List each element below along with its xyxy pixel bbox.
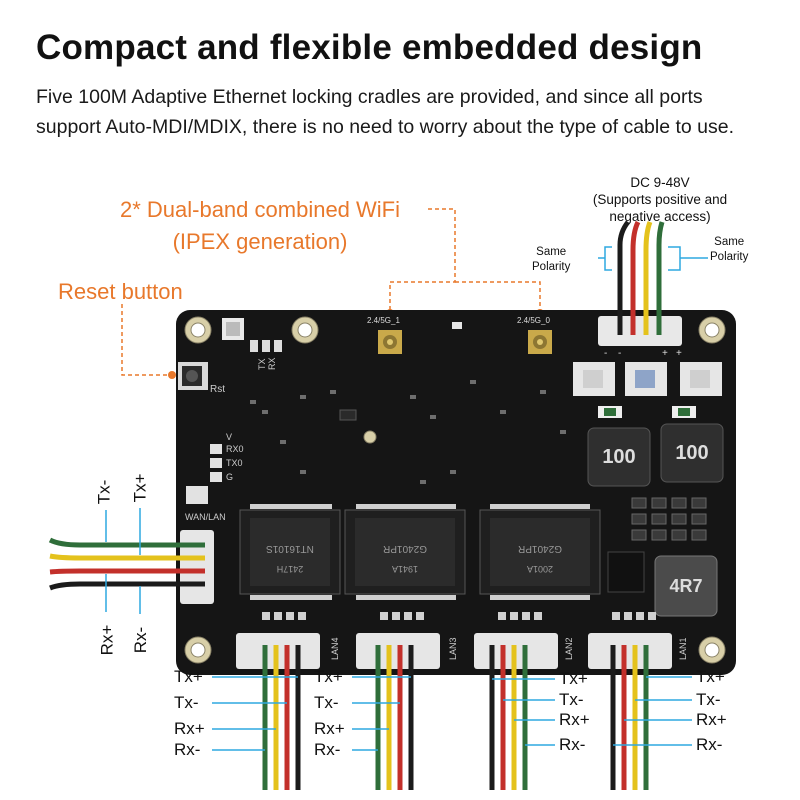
same-polarity-right-line2: Polarity — [710, 251, 749, 263]
antenna-connector-1 — [378, 330, 402, 354]
lan3-tx-plus-label: Tx+ — [314, 667, 343, 686]
top-tx-label: TX — [257, 358, 267, 370]
lan2-tx-minus-label: Tx- — [559, 690, 584, 709]
ant1-label: 2.4/5G_1 — [367, 316, 400, 325]
lan1-rx-plus-label: Rx+ — [696, 710, 727, 729]
power-plus-1: + — [662, 348, 668, 359]
v-label: V — [226, 432, 232, 442]
rx0-label: RX0 — [226, 444, 244, 454]
wifi-callout: 2* Dual-band combined WiFi (IPEX generat… — [90, 194, 430, 258]
inductor-3 — [654, 555, 718, 617]
wan-tx-plus-label: Tx+ — [130, 473, 150, 503]
ant0-label: 2.4/5G_0 — [517, 316, 550, 325]
lan3-rx-minus-label: Rx- — [314, 740, 341, 759]
wifi-callout-line2: (IPEX generation) — [172, 229, 348, 254]
power-minus-1: - — [604, 348, 607, 359]
same-polarity-right: Same Polarity — [710, 235, 748, 265]
lan3-label: LAN3 — [448, 637, 458, 660]
wan-pointers — [105, 508, 141, 614]
power-wires — [617, 220, 665, 335]
reset-pointer-dot — [168, 371, 176, 379]
transformer-chip-1 — [239, 509, 341, 595]
antenna-connector-0 — [528, 330, 552, 354]
chip1-text-b: 2417H — [277, 564, 304, 574]
chip3-text-a: G2401PR — [518, 543, 562, 554]
power-connector — [598, 316, 682, 346]
chip2-text-a: G2401PR — [383, 543, 427, 554]
inductor-3-label: 4R7 — [669, 576, 702, 596]
transformer-chip-2 — [344, 509, 466, 595]
wan-tx-minus-label: Tx- — [94, 479, 114, 505]
power-plus-2: + — [676, 348, 682, 359]
lan4-wires — [262, 645, 301, 790]
power-spec-line1: DC 9-48V — [630, 175, 690, 190]
regulator-chip — [607, 551, 645, 593]
chip-pins — [250, 504, 590, 600]
led — [452, 322, 462, 329]
same-polarity-left-line2: Polarity — [532, 261, 571, 273]
power-components — [573, 362, 722, 418]
chip1-text-a: NT16101S — [266, 543, 314, 554]
lan4-rx-plus-label: Rx+ — [174, 719, 205, 738]
inductor-2 — [660, 423, 724, 483]
wan-wires — [48, 537, 205, 591]
lan1-wires — [610, 645, 649, 790]
lan2-rx-minus-label: Rx- — [559, 735, 586, 754]
lan-pads — [262, 612, 656, 620]
lan1-label: LAN1 — [678, 637, 688, 660]
rst-label: Rst — [210, 384, 225, 395]
wan-lan-label: WAN/LAN — [185, 512, 226, 522]
same-polarity-left-line1: Same — [536, 246, 567, 258]
wifi-leader-line-2 — [455, 281, 541, 312]
lan4-tx-plus-label: Tx+ — [174, 667, 203, 686]
same-polarity-left: Same Polarity — [532, 245, 570, 275]
polarity-bracket-left — [598, 246, 612, 271]
polarity-bracket-right — [668, 246, 708, 271]
lan3-tx-minus-label: Tx- — [314, 693, 339, 712]
lan3-rx-plus-label: Rx+ — [314, 719, 345, 738]
lan4-tx-minus-label: Tx- — [174, 693, 199, 712]
description-text: Five 100M Adaptive Ethernet locking crad… — [36, 86, 735, 138]
wifi-callout-line1: 2* Dual-band combined WiFi — [119, 197, 401, 222]
wan-rx-minus-label: Rx- — [131, 626, 151, 654]
wifi-leader-line — [389, 208, 456, 312]
lan2-label: LAN2 — [564, 637, 574, 660]
lan1-tx-minus-label: Tx- — [696, 690, 721, 709]
power-spec-line3: negative access) — [609, 209, 711, 224]
top-rx-label: RX — [267, 357, 277, 370]
lan2-wires — [489, 645, 528, 790]
uart-pads — [186, 444, 222, 504]
page-title: Compact and flexible embedded design — [36, 28, 703, 67]
inductor-1 — [587, 427, 651, 487]
inductor-1-label: 100 — [602, 446, 635, 468]
lan2-rx-plus-label: Rx+ — [559, 710, 590, 729]
lan2-tx-plus-label: Tx+ — [559, 669, 588, 688]
lan1-tx-plus-label: Tx+ — [696, 667, 725, 686]
mounting-holes — [184, 316, 726, 664]
capacitor-array — [631, 497, 707, 541]
lan1-rx-minus-label: Rx- — [696, 735, 723, 754]
reset-callout: Reset button — [58, 279, 183, 304]
power-minus-2: - — [618, 348, 621, 359]
lan3-wires — [375, 645, 414, 790]
lan-pointer-lines — [212, 676, 692, 751]
power-spec: DC 9-48V (Supports positive and negative… — [545, 174, 775, 225]
tx0-label: TX0 — [226, 458, 243, 468]
same-polarity-right-line1: Same — [714, 236, 745, 248]
chip3-text-b: 2001A — [527, 564, 553, 574]
lan4-rx-minus-label: Rx- — [174, 740, 201, 759]
transformer-chip-3 — [479, 509, 601, 595]
reset-button[interactable] — [178, 362, 208, 390]
debug-header — [222, 318, 282, 352]
lan4-label: LAN4 — [330, 637, 340, 660]
power-spec-line2: (Supports positive and — [592, 192, 728, 207]
smd-components — [250, 380, 566, 484]
inductor-2-label: 100 — [675, 442, 708, 464]
chip2-text-b: 1941A — [392, 564, 418, 574]
wan-rx-plus-label: Rx+ — [97, 624, 117, 656]
g-label: G — [226, 472, 233, 482]
reset-leader-line — [121, 304, 170, 376]
wan-connector — [180, 530, 214, 604]
